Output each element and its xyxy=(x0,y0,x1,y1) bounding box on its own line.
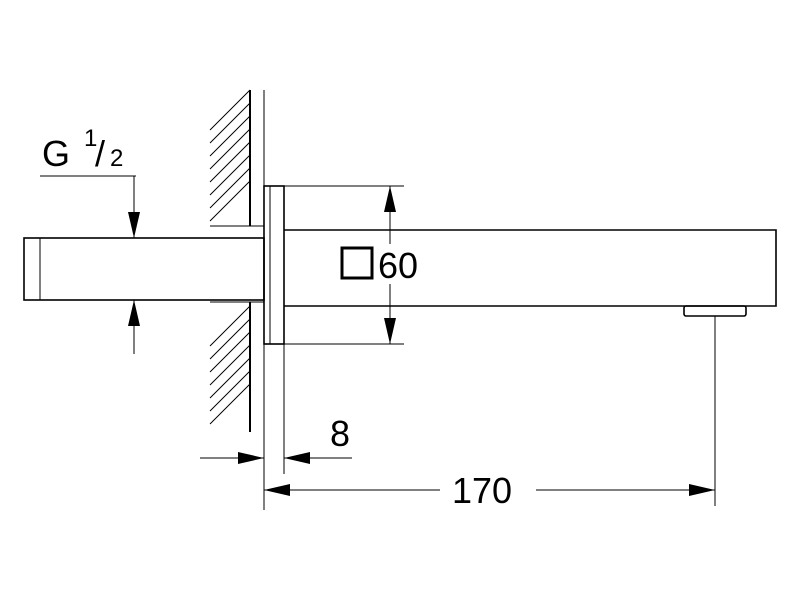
depth-arrow-right xyxy=(238,452,264,464)
hatch-line xyxy=(209,102,251,144)
depth-arrow-left xyxy=(284,452,310,464)
aerator-outlet xyxy=(683,305,747,317)
square-symbol-icon xyxy=(340,246,374,280)
spout-body xyxy=(284,229,777,307)
square-arrow-top xyxy=(384,186,396,212)
hatch-line xyxy=(209,141,251,183)
square-label-bg xyxy=(376,244,436,284)
thread-arrow-up xyxy=(128,300,140,326)
hatch-line xyxy=(209,89,251,131)
hatch-line xyxy=(209,115,251,157)
hatch-line xyxy=(209,167,251,209)
flange-depth-dimension: 8 xyxy=(200,344,352,474)
thread-slash: / xyxy=(95,133,105,174)
thread-dimension: G 1 / 2 xyxy=(40,125,140,354)
hatch-line xyxy=(209,318,251,360)
flange-body xyxy=(263,185,285,345)
projection-arrow-right xyxy=(689,484,715,496)
hatch-line xyxy=(209,154,251,196)
hatch-line xyxy=(209,370,251,412)
depth-label: 8 xyxy=(330,413,350,454)
projection-dimension: 170 xyxy=(264,316,716,511)
wall xyxy=(209,89,265,510)
thread-letter: G xyxy=(42,133,70,174)
hatch-line xyxy=(209,357,251,399)
thread-arrow-down xyxy=(128,212,140,238)
wall-flange xyxy=(263,185,285,345)
hatch-line xyxy=(209,128,251,170)
hatch-line xyxy=(209,180,251,222)
pipe-body xyxy=(23,237,265,301)
thread-numerator: 1 xyxy=(84,125,97,152)
hatch-line xyxy=(209,305,251,347)
wall-hatching xyxy=(209,89,251,425)
hatch-line xyxy=(209,331,251,373)
projection-label: 170 xyxy=(452,470,512,511)
thread-denominator: 2 xyxy=(110,145,123,172)
square-dimension: 60 xyxy=(284,185,436,345)
square-size-label: 60 xyxy=(378,245,418,286)
square-arrow-bottom xyxy=(384,318,396,344)
supply-pipe xyxy=(23,225,265,303)
hatch-line xyxy=(209,383,251,425)
projection-arrow-left xyxy=(264,484,290,496)
hatch-line xyxy=(209,344,251,386)
